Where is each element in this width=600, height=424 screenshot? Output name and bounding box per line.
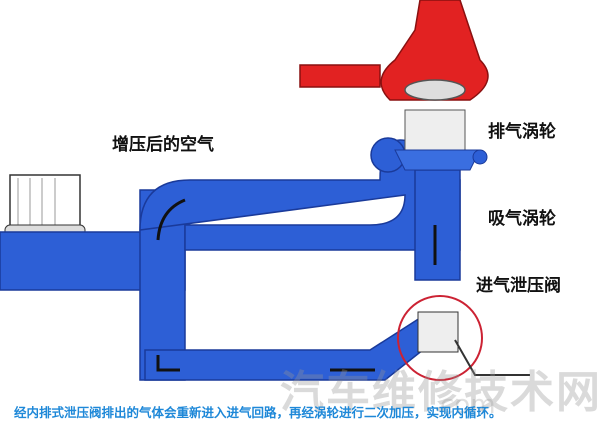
watermark-suffix: com: [440, 390, 496, 420]
compressor-housing: [394, 109, 488, 171]
air-intake-cylinder: [4, 174, 86, 238]
flow-arrows: [156, 198, 437, 372]
label-intake-bypass-valve: 进气泄压阀: [476, 276, 561, 296]
exhaust-turbine: [299, 0, 489, 101]
caption: 经内排式泄压阀排出的气体会重新进入进气回路，再经涡轮进行二次加压，实现内循环。: [14, 405, 502, 420]
label-exhaust-turbine: 排气涡轮: [488, 122, 556, 142]
bypass-valve: [397, 295, 530, 381]
label-intake-turbine: 吸气涡轮: [488, 209, 556, 229]
label-compressed-air: 增压后的空气: [112, 135, 214, 155]
watermark: 汽车维修技术网: [280, 367, 600, 418]
